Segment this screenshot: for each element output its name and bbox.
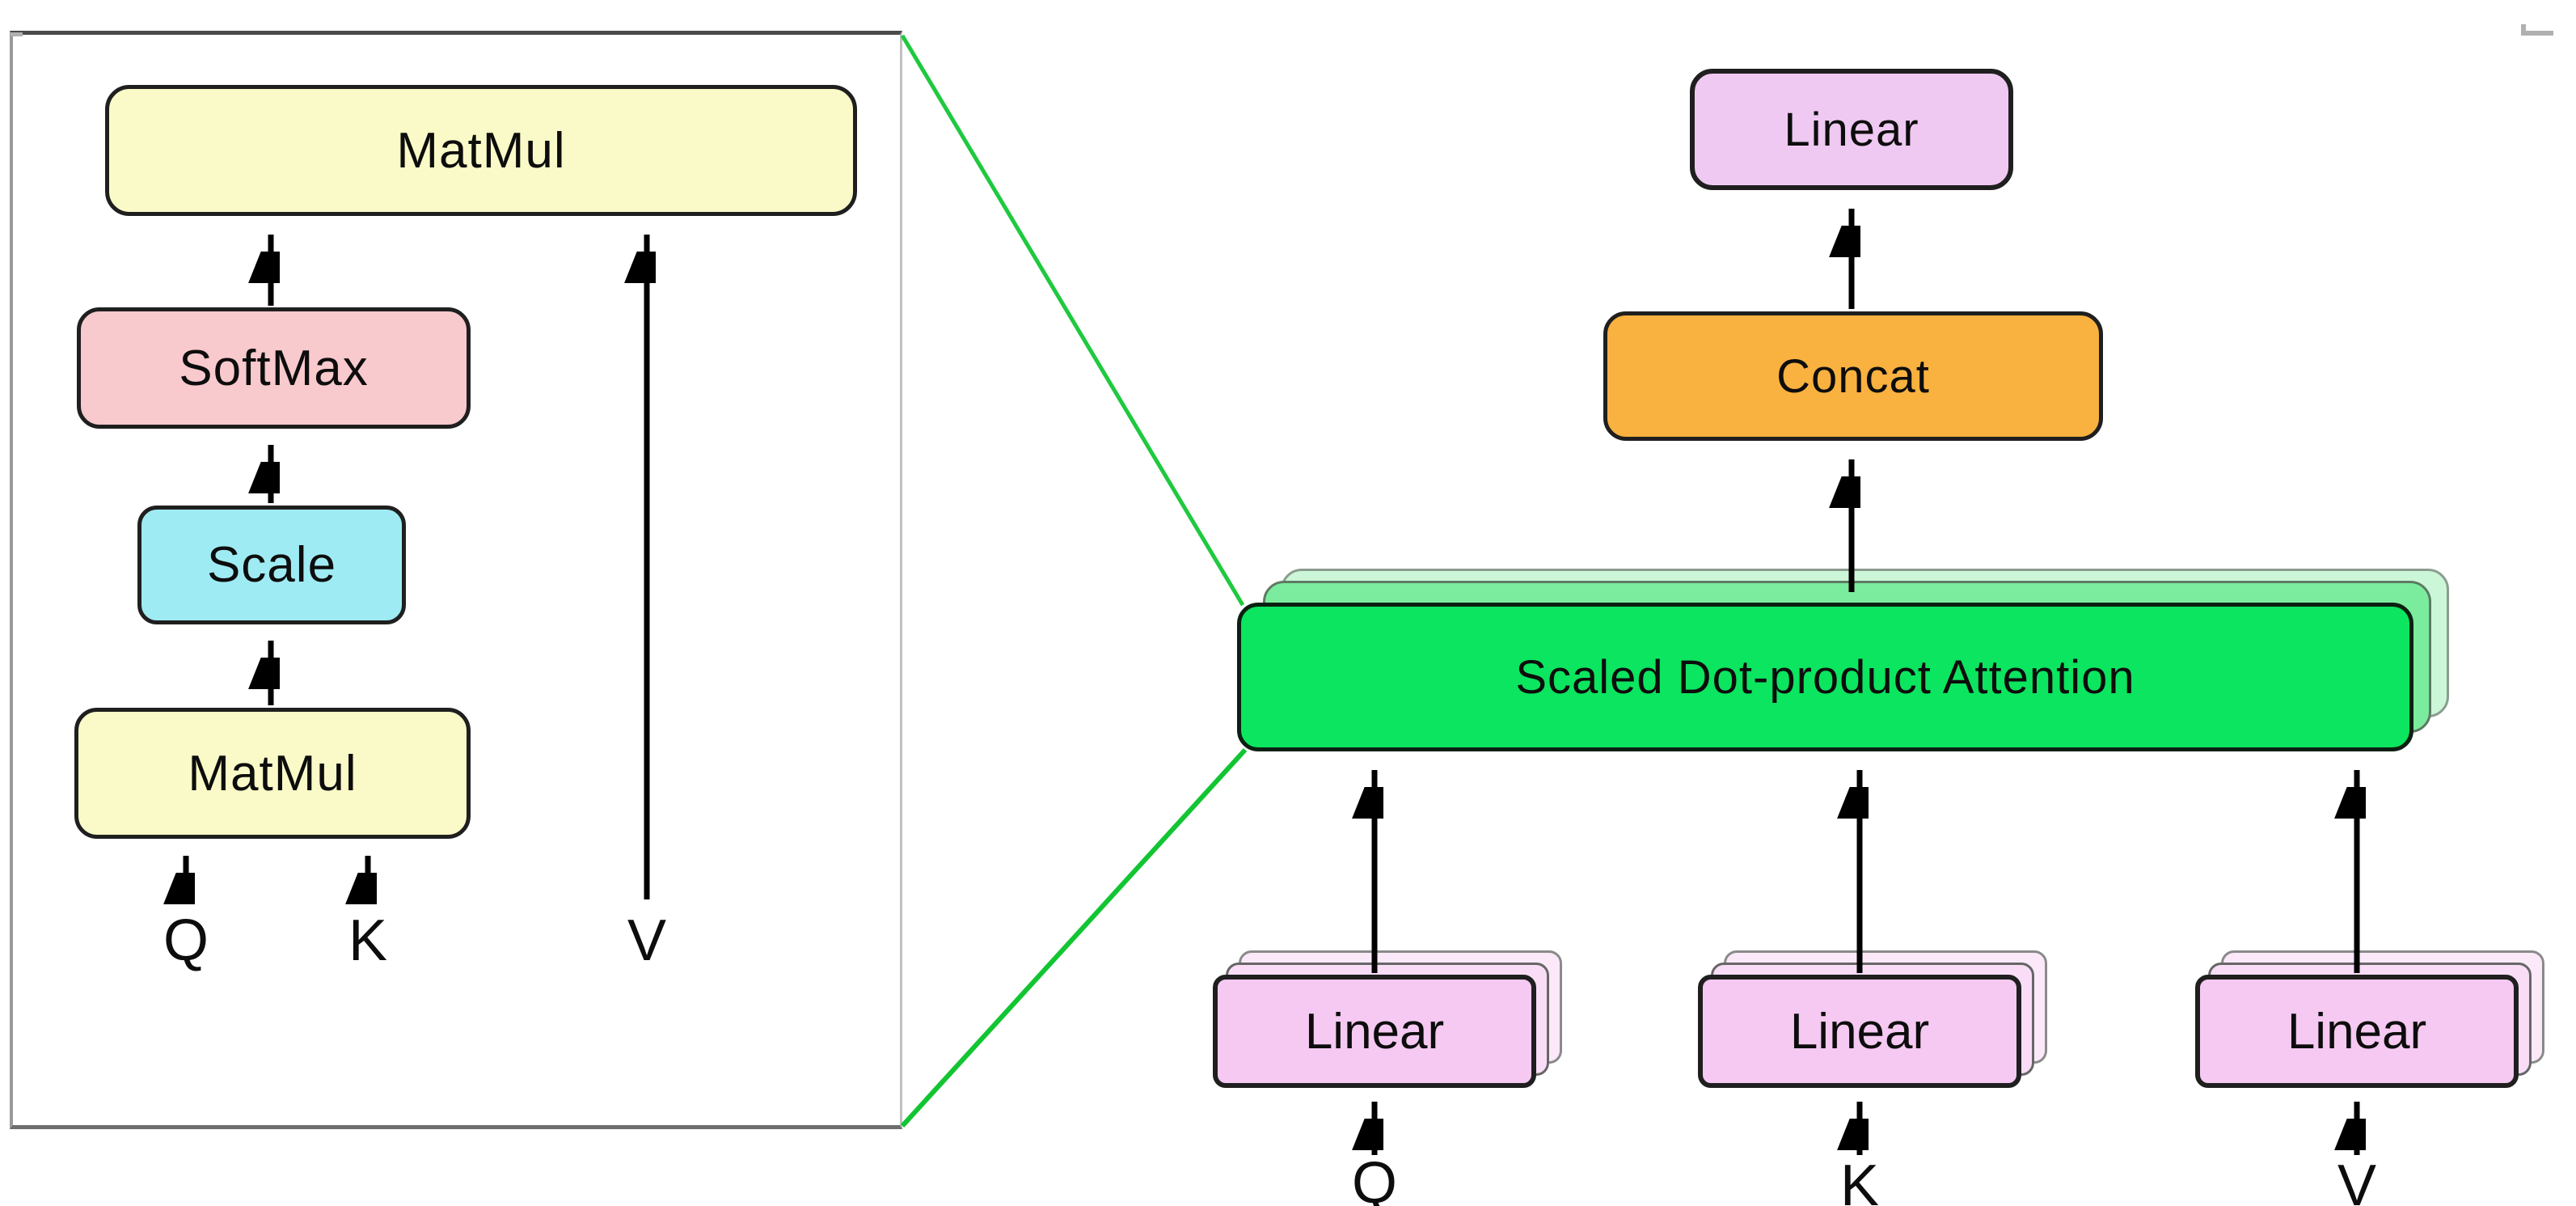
node-matmul-top: MatMul <box>105 85 857 216</box>
node-matmul-bottom: MatMul <box>74 708 471 839</box>
node-scale: Scale <box>137 506 406 624</box>
input-label-q-left: Q <box>163 908 209 973</box>
input-label-v-left: V <box>627 908 667 973</box>
input-label-v-right: V <box>2337 1153 2377 1206</box>
node-linear-k-label: Linear <box>1789 1003 1930 1060</box>
zoom-connector-top <box>900 34 1245 607</box>
node-linear-q: Linear <box>1213 975 1536 1088</box>
input-label-q-right: Q <box>1351 1150 1397 1206</box>
node-matmul-top-label: MatMul <box>396 122 566 179</box>
node-scaled-dot-product-attention: Scaled Dot-product Attention <box>1237 603 2413 751</box>
artifact-mark <box>2521 24 2526 36</box>
node-concat: Concat <box>1603 311 2103 441</box>
node-output-linear: Linear <box>1690 69 2013 190</box>
node-linear-v-label: Linear <box>2287 1003 2427 1060</box>
node-scale-label: Scale <box>206 537 337 593</box>
node-matmul-bottom-label: MatMul <box>188 745 357 802</box>
node-linear-q-label: Linear <box>1304 1003 1445 1060</box>
input-label-k-right: K <box>1839 1153 1880 1206</box>
node-linear-v: Linear <box>2195 975 2519 1088</box>
node-output-linear-label: Linear <box>1784 103 1919 156</box>
node-softmax-label: SoftMax <box>179 340 369 396</box>
node-linear-k: Linear <box>1698 975 2021 1088</box>
node-softmax: SoftMax <box>77 307 471 429</box>
node-concat-label: Concat <box>1776 349 1930 403</box>
artifact-mark <box>11 32 23 36</box>
artifact-mark <box>2521 31 2553 36</box>
node-scaled-dot-product-attention-label: Scaled Dot-product Attention <box>1515 650 2135 704</box>
input-label-k-left: K <box>348 908 388 973</box>
zoom-connector-bottom <box>900 747 1248 1128</box>
